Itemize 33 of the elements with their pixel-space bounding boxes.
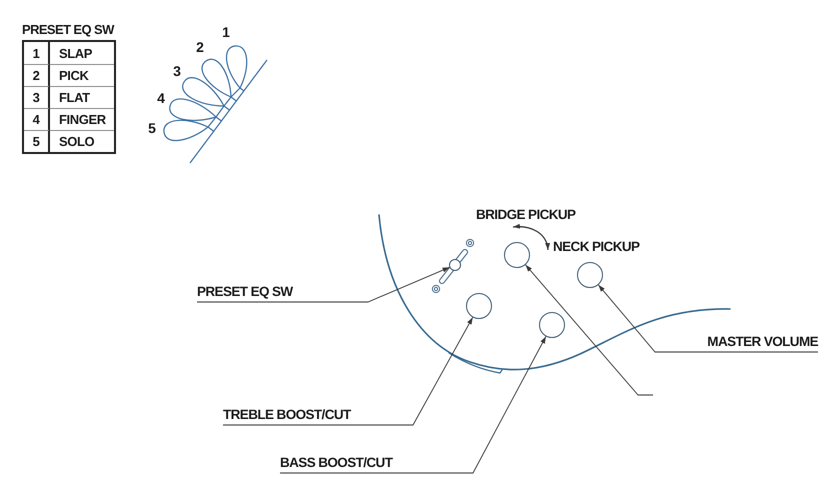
callout-number: 5 <box>148 120 156 136</box>
preset-number-cell: 1 <box>24 42 50 64</box>
preset-name-cell: FINGER <box>50 108 114 130</box>
callout-label: TREBLE BOOST/CUT <box>223 407 351 425</box>
control-knob <box>466 293 492 319</box>
preset-number-cell: 4 <box>24 108 50 130</box>
control-knob <box>539 312 565 338</box>
callout-label: MASTER VOLUME <box>707 334 818 352</box>
pickup-label: BRIDGE PICKUP <box>476 207 576 227</box>
preset-name-cell: SOLO <box>50 130 114 152</box>
pickup-label: NECK PICKUP <box>548 239 640 255</box>
callout-number: 3 <box>173 63 181 79</box>
preset-name-cell: FLAT <box>50 86 114 108</box>
callout-label: BASS BOOST/CUT <box>280 455 392 473</box>
preset-number-cell: 5 <box>24 130 50 152</box>
preset-name-cell: PICK <box>50 64 114 86</box>
control-knob <box>504 242 530 268</box>
callout-label: PRESET EQ SW <box>197 284 293 302</box>
leader-line <box>222 316 474 426</box>
preset-name-cell-text: SLAP <box>58 44 94 62</box>
leader-line <box>598 284 818 352</box>
rotation-arrow <box>512 224 550 250</box>
table-heading: PRESET EQ SW <box>22 22 114 38</box>
switch-knob <box>449 259 461 271</box>
leader-line <box>525 264 654 396</box>
preset-number-cell: 3 <box>24 86 50 108</box>
leader-line <box>196 266 450 302</box>
preset-number-cell: 2 <box>24 64 50 86</box>
control-knob <box>577 262 603 288</box>
callout-number: 2 <box>196 39 204 55</box>
callout-number: 1 <box>222 24 230 40</box>
leader-line <box>280 336 546 474</box>
callout-number: 4 <box>157 90 165 106</box>
